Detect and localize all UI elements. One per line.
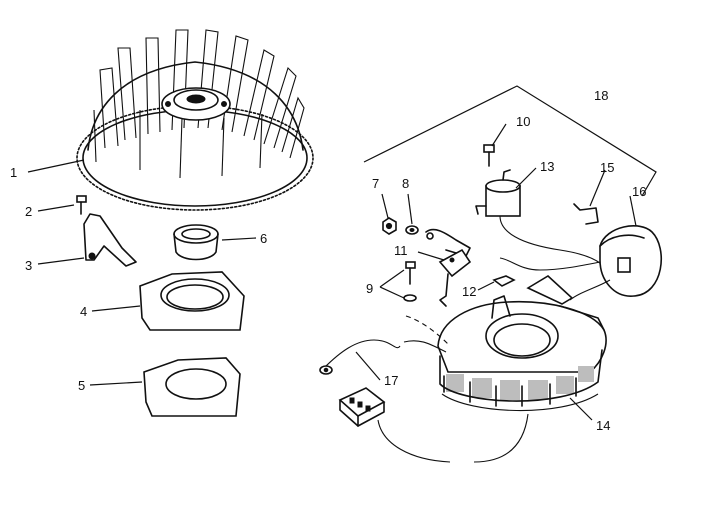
- nut: [382, 217, 397, 235]
- screw: [76, 195, 87, 215]
- ignition-key-bracket: [83, 213, 137, 267]
- callout-1: 1: [10, 165, 17, 180]
- callout-2: 2: [25, 204, 32, 219]
- condenser-screw: [483, 144, 495, 167]
- callout-5: 5: [78, 378, 85, 393]
- callout-13: 13: [540, 159, 554, 174]
- condenser: [475, 169, 613, 285]
- callout-16: 16: [632, 184, 646, 199]
- breaker-points: [425, 228, 472, 307]
- callout-12: 12: [462, 284, 476, 299]
- gasket: [143, 357, 241, 417]
- callout-14: 14: [596, 418, 610, 433]
- adapter-plate: [139, 271, 245, 331]
- points-screw: [403, 261, 417, 302]
- assembly-bracket-line: [363, 85, 657, 197]
- collar: [173, 224, 219, 261]
- callout-6: 6: [260, 231, 267, 246]
- leader-lines: [27, 123, 637, 421]
- coil-clip: [573, 203, 599, 225]
- callout-9: 9: [366, 281, 373, 296]
- callout-10: 10: [516, 114, 530, 129]
- callout-3: 3: [25, 258, 32, 273]
- wire-harness: [319, 315, 529, 463]
- callout-18: 18: [594, 88, 608, 103]
- callout-4: 4: [80, 304, 87, 319]
- ignition-coil: [499, 225, 663, 301]
- flywheel: [76, 29, 314, 211]
- callout-11: 11: [394, 243, 408, 258]
- felt-wick: [492, 275, 516, 287]
- stator-plate: [437, 275, 607, 412]
- callout-15: 15: [600, 160, 614, 175]
- washer: [405, 225, 419, 235]
- callout-8: 8: [402, 176, 409, 191]
- callout-7: 7: [372, 176, 379, 191]
- callout-labels: 1 2 3 4 5 6 7 8 9 10 11 12 13 14 15 16 1…: [10, 88, 646, 433]
- callout-17: 17: [384, 373, 398, 388]
